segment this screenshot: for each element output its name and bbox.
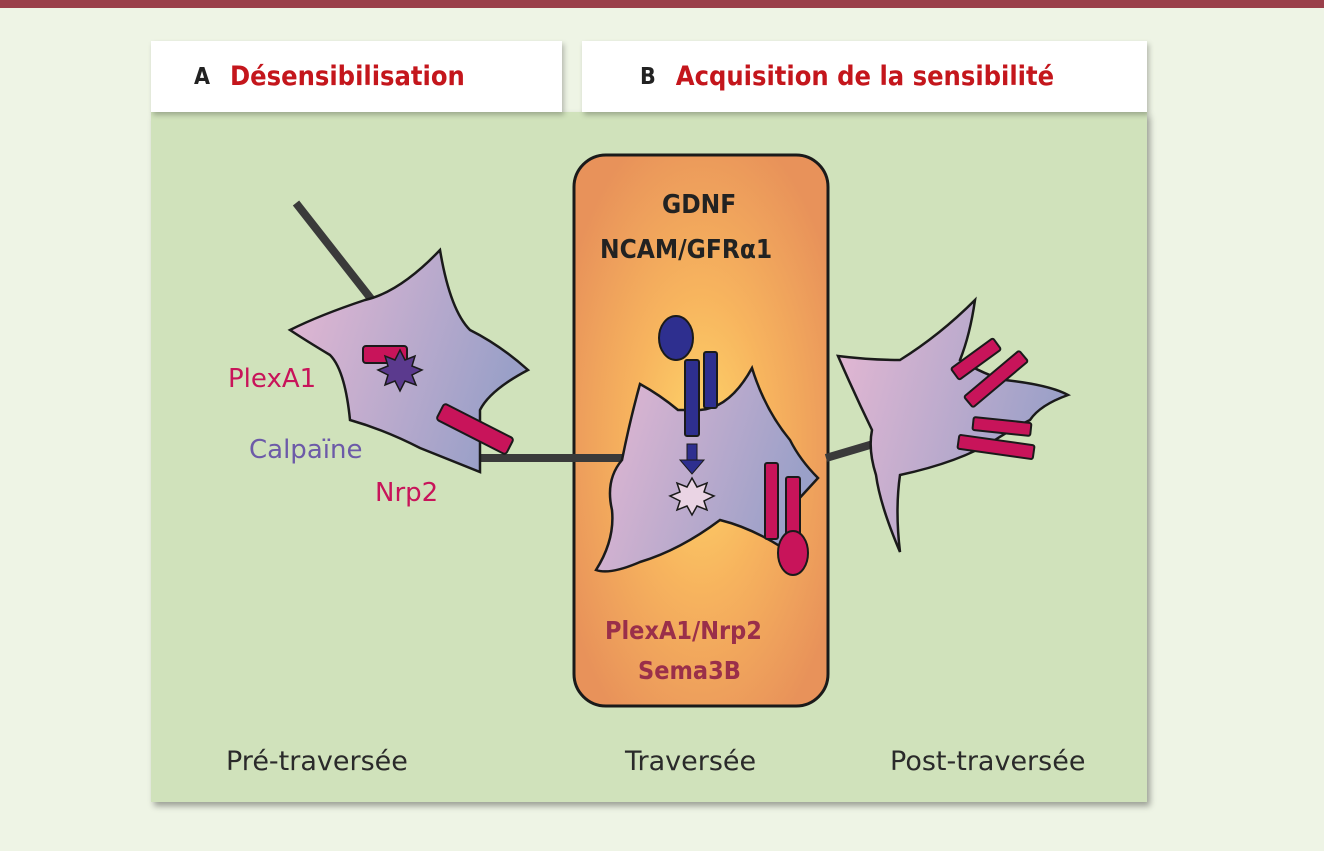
signal-arrow-shaft — [687, 444, 697, 462]
stage-crossing: Traversée — [625, 746, 756, 777]
growth-cone-post — [838, 300, 1068, 552]
stage-pre-crossing: Pré-traversée — [226, 746, 408, 777]
stage-post-crossing: Post-traversée — [890, 746, 1085, 777]
plexa1-receptor-crossing — [765, 463, 778, 539]
inactive-calpain-star — [670, 478, 714, 515]
gfra1-head — [659, 316, 693, 360]
gfra1-receptor-stalk — [704, 352, 717, 408]
label-plexa1: PlexA1 — [228, 364, 316, 394]
sema3b-head — [778, 531, 808, 575]
ncam-receptor-stalk — [685, 360, 699, 436]
calpain-star — [378, 350, 422, 391]
box-plexa1-nrp2-label: PlexA1/Nrp2 — [605, 616, 762, 645]
box-gdnf-label: GDNF — [662, 190, 736, 220]
axon-pre — [296, 203, 372, 300]
label-calpaine: Calpaïne — [249, 435, 362, 465]
box-ncam-gfra1-label: NCAM/GFRα1 — [600, 235, 772, 265]
box-sema3b-label: Sema3B — [638, 656, 741, 685]
label-nrp2: Nrp2 — [375, 478, 438, 508]
